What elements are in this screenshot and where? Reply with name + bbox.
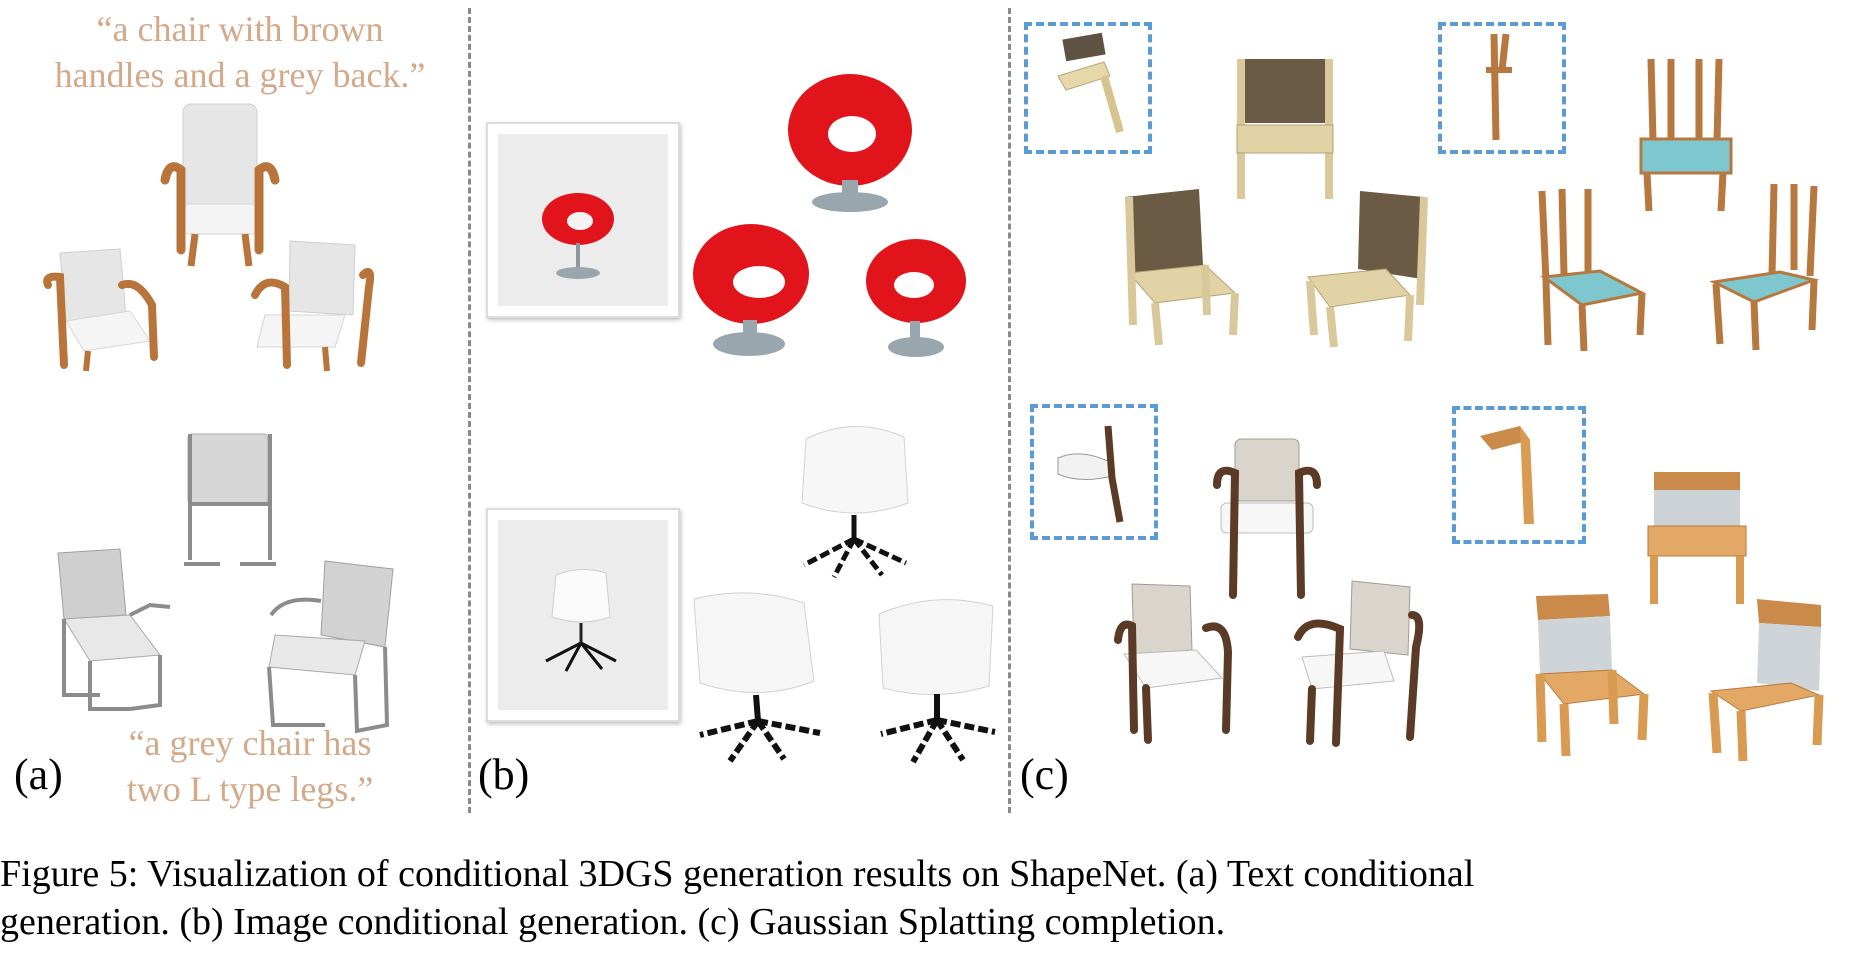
red-chair-generated-right bbox=[866, 239, 966, 357]
light-wood-chair-right bbox=[1306, 191, 1428, 348]
teal-chair-right bbox=[1709, 183, 1820, 351]
partial-teal-chair bbox=[1486, 33, 1512, 141]
orange-wood-chair-front bbox=[1647, 472, 1747, 604]
white-chair-thumb bbox=[545, 569, 617, 672]
panel-label-b: (b) bbox=[478, 750, 530, 799]
dark-wood-chair-front bbox=[1213, 438, 1321, 599]
chair-l-legs-back-view bbox=[184, 433, 276, 566]
prompt-top: “a chair with brown handles and a grey b… bbox=[20, 6, 460, 98]
partial-input-box-3 bbox=[1030, 404, 1158, 540]
light-wood-chair-left bbox=[1125, 189, 1239, 346]
panel-a-text-conditional: “a chair with brown handles and a grey b… bbox=[0, 0, 470, 820]
dark-wood-chair-left bbox=[1114, 583, 1233, 744]
prompt-bottom-line-1: “a grey chair has bbox=[128, 723, 372, 763]
teal-chair-left bbox=[1538, 188, 1647, 352]
chair-l-legs-left-view bbox=[57, 548, 171, 711]
white-chair-generated-left bbox=[693, 592, 821, 763]
orange-wood-chair-left bbox=[1535, 594, 1649, 757]
dark-wood-chair-right bbox=[1294, 580, 1424, 747]
panel-label-a: (a) bbox=[14, 750, 63, 799]
partial-orange-wood-chair bbox=[1480, 426, 1534, 524]
condition-image-red-chair bbox=[486, 122, 680, 318]
caption-line-2: generation. (b) Image conditional genera… bbox=[0, 901, 1226, 943]
prompt-bottom-line-2: two L type legs.” bbox=[126, 769, 374, 809]
figure: “a chair with brown handles and a grey b… bbox=[0, 0, 1850, 820]
chair-brown-handles-left-view bbox=[43, 248, 158, 372]
teal-chair-front bbox=[1639, 58, 1733, 212]
partial-input-box-2 bbox=[1438, 22, 1566, 154]
red-chair-generated-front bbox=[788, 74, 912, 212]
chair-brown-handles-right-view bbox=[251, 240, 375, 372]
condition-image-white-chair bbox=[486, 508, 680, 722]
partial-dark-wood-chair bbox=[1057, 425, 1124, 523]
red-chair-generated-left bbox=[693, 224, 809, 356]
divider-a-b bbox=[468, 8, 471, 813]
prompt-bottom: “a grey chair has two L type legs.” bbox=[60, 720, 440, 812]
white-chair-generated-right bbox=[878, 599, 996, 764]
caption-line-1: Figure 5: Visualization of conditional 3… bbox=[0, 853, 1475, 895]
white-chair-generated-front bbox=[801, 426, 909, 579]
red-chair-thumb bbox=[542, 193, 614, 279]
figure-caption: Figure 5: Visualization of conditional 3… bbox=[0, 850, 1850, 946]
panel-label-c: (c) bbox=[1020, 750, 1069, 799]
panel-c-gs-completion: (c) bbox=[1010, 0, 1850, 820]
partial-input-box-1 bbox=[1024, 22, 1152, 154]
orange-wood-chair-right bbox=[1708, 599, 1824, 762]
chair-l-legs-right-view bbox=[267, 560, 394, 734]
divider-b-c bbox=[1008, 8, 1011, 813]
partial-input-box-4 bbox=[1452, 406, 1586, 544]
prompt-top-line-2: handles and a grey back.” bbox=[54, 55, 426, 95]
prompt-top-line-1: “a chair with brown bbox=[96, 9, 384, 49]
partial-light-wood-chair bbox=[1057, 32, 1124, 134]
chair-brown-handles-back-view bbox=[160, 103, 280, 267]
panel-b-image-conditional: (b) bbox=[470, 0, 1010, 820]
light-wood-chair-front bbox=[1236, 59, 1334, 199]
